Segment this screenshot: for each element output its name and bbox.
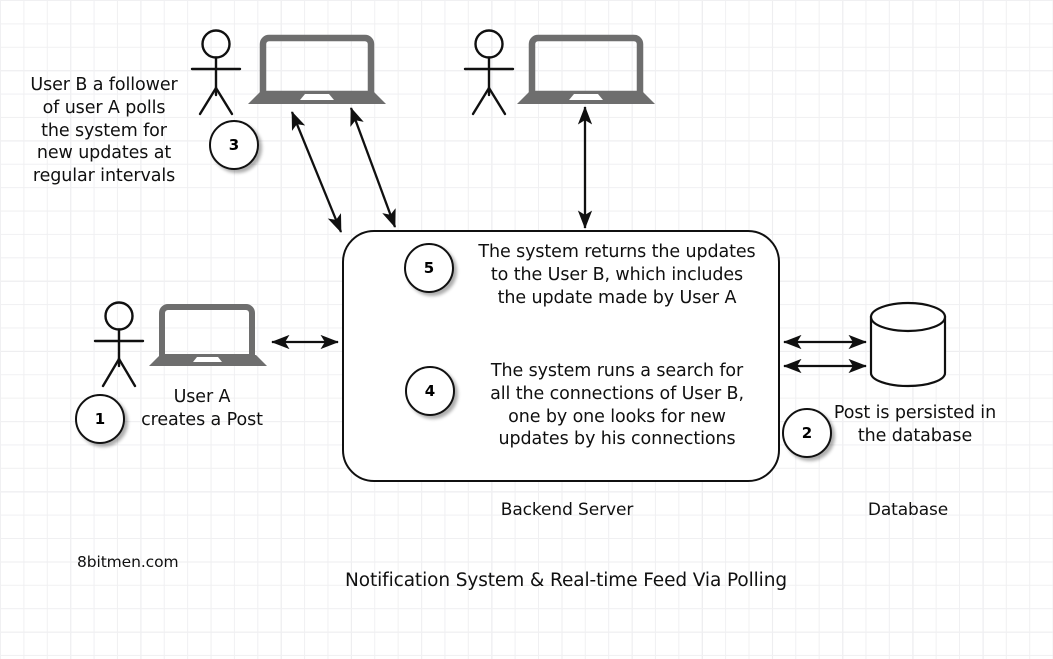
laptop-icon-user-a xyxy=(149,304,267,366)
server-step-5-text: The system returns the updates to the Us… xyxy=(478,242,756,308)
brand-watermark: 8bitmen.com xyxy=(77,553,179,571)
step-badge-5: 5 xyxy=(404,243,454,293)
step-badge-4: 4 xyxy=(405,366,455,416)
backend-server-label: Backend Server xyxy=(500,500,634,520)
note-post-persisted: Post is persisted in the database xyxy=(833,403,997,446)
stick-figure-user-a xyxy=(93,301,145,388)
laptop-icon-user-b-right xyxy=(517,34,655,104)
note-user-a-post: User A creates a Post xyxy=(141,387,263,430)
database-label: Database xyxy=(867,500,949,520)
step-badge-1: 1 xyxy=(75,394,125,444)
stick-figure-user-b-left xyxy=(190,29,242,116)
diagram-title: Notification System & Real-time Feed Via… xyxy=(345,570,787,591)
note-user-b-polling: User B a follower of user A polls the sy… xyxy=(30,75,178,186)
step-badge-2: 2 xyxy=(782,408,832,458)
laptop-icon-user-b-left xyxy=(248,34,386,104)
stick-figure-user-b-right xyxy=(463,29,515,116)
arrow-laptop-left-to-server-a xyxy=(290,111,343,233)
step-badge-3: 3 xyxy=(209,120,259,170)
database-cylinder-icon xyxy=(869,301,947,388)
server-step-4-text: The system runs a search for all the con… xyxy=(490,361,744,450)
arrow-laptop-left-to-server-b xyxy=(349,107,397,228)
